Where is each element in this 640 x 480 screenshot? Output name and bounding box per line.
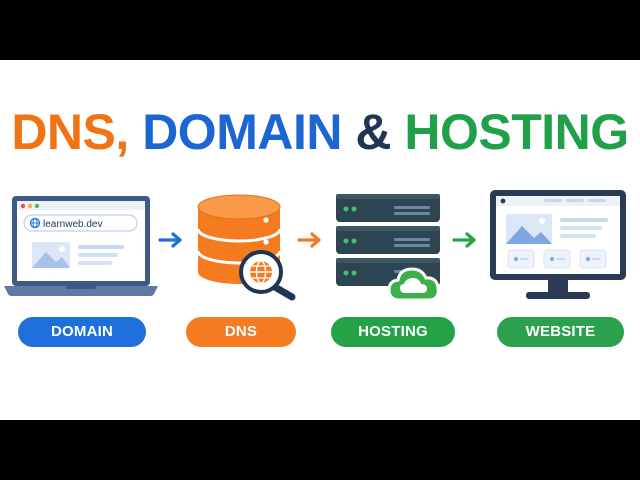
title-ampersand: & — [355, 104, 391, 160]
image-placeholder-icon — [506, 214, 552, 244]
address-bar — [23, 214, 138, 232]
window-close-dot — [20, 203, 26, 209]
step-label-hosting: HOSTING — [331, 317, 455, 347]
website-monitor-illustration — [490, 190, 626, 299]
arrow-right-icon — [297, 232, 321, 248]
laptop-domain-illustration: learnweb.dev — [4, 196, 158, 296]
arrow-right-icon — [158, 232, 182, 248]
text-line — [560, 226, 602, 230]
url-text: learnweb.dev — [43, 219, 102, 230]
step-label-dns: DNS — [186, 317, 296, 347]
title-dns: DNS, — [11, 104, 129, 160]
text-line — [560, 234, 596, 238]
dns-database-illustration — [196, 194, 296, 301]
globe-icon — [29, 217, 41, 229]
arrow-right-icon — [452, 232, 476, 248]
image-placeholder-icon — [32, 242, 70, 268]
page-title: DNS, DOMAIN & HOSTING — [0, 104, 640, 160]
text-line — [78, 261, 112, 265]
title-hosting: HOSTING — [404, 104, 629, 160]
window-minimize-dot — [27, 203, 33, 209]
diagram-canvas: DNS, DOMAIN & HOSTING learnweb.dev — [0, 60, 640, 420]
laptop-base — [4, 286, 158, 296]
text-line — [560, 218, 608, 222]
magnifier-globe-icon — [239, 250, 296, 301]
server-rack-icon — [336, 194, 440, 286]
text-line — [78, 245, 124, 249]
title-domain: DOMAIN — [142, 104, 342, 160]
monitor-stand — [548, 280, 568, 292]
step-label-domain: DOMAIN — [18, 317, 146, 347]
text-line — [78, 253, 118, 257]
window-maximize-dot — [34, 203, 40, 209]
cloud-icon — [387, 267, 440, 302]
step-label-website: WEBSITE — [497, 317, 624, 347]
hosting-server-illustration — [336, 194, 440, 302]
monitor-base — [526, 292, 590, 299]
